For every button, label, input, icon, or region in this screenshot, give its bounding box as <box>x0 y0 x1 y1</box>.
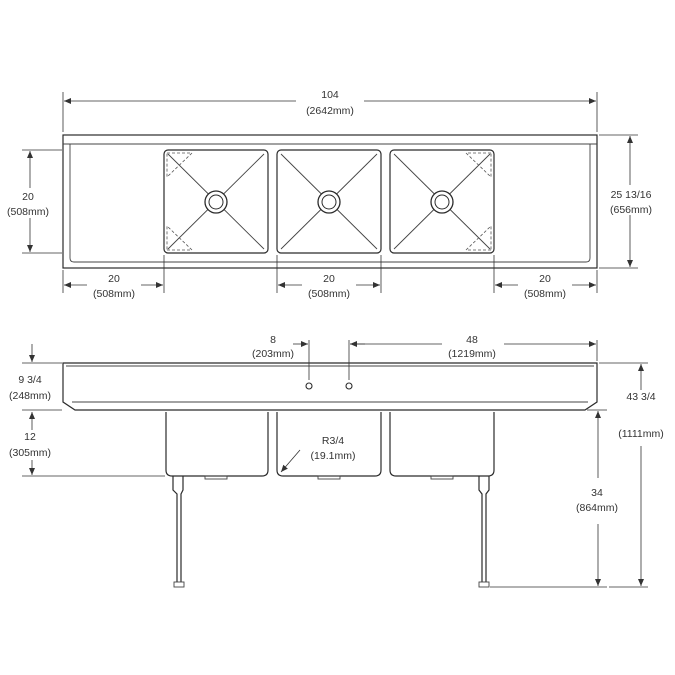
dim-metric: (508mm) <box>308 288 350 300</box>
faucet-hole-icon <box>305 382 313 390</box>
dim-value: R3/4 <box>322 435 344 447</box>
dim-depth-right: 25 13/16 (656mm) <box>599 134 659 269</box>
dim-overall-width: 104 (2642mm) <box>62 87 598 132</box>
dim-metric: (19.1mm) <box>311 450 356 462</box>
drainboard-rim <box>69 144 591 263</box>
dim-splash-offset: 48 (1219mm) <box>350 333 598 361</box>
dim-value: 104 <box>321 89 339 101</box>
dim-metric: (2642mm) <box>306 105 354 117</box>
dim-metric: (1111mm) <box>618 428 664 440</box>
drain-icon <box>317 190 341 214</box>
dim-right-drainboard: 20 (508mm) <box>493 255 598 301</box>
drain-icon <box>204 190 228 214</box>
dim-metric: (305mm) <box>9 447 51 459</box>
dim-bowl-width: 20 (508mm) <box>276 255 382 301</box>
bowl-front-3 <box>389 412 495 477</box>
top-view: 104 (2642mm) 20 (508mm) 25 13/16 (656mm) <box>2 87 659 301</box>
dim-depth-left: 20 (508mm) <box>2 149 62 254</box>
dim-value: 12 <box>24 431 36 443</box>
dim-value: 43 3/4 <box>626 391 655 403</box>
bowl-2 <box>276 149 382 254</box>
bowl-front-1 <box>165 412 269 477</box>
dim-metric: (248mm) <box>9 390 51 402</box>
bowl-3 <box>389 149 495 254</box>
dim-metric: (864mm) <box>576 502 618 514</box>
dim-value: 20 <box>22 191 34 203</box>
dim-rim-height: 34 (864mm) <box>490 409 618 588</box>
dim-value: 34 <box>591 487 603 499</box>
sink-outline-top <box>62 134 598 269</box>
dim-value: 8 <box>270 334 276 346</box>
dim-left-drainboard: 20 (508mm) <box>62 255 165 301</box>
dim-metric: (508mm) <box>93 288 135 300</box>
backsplash <box>62 362 598 411</box>
dim-value: 9 3/4 <box>18 374 42 386</box>
dim-value: 20 <box>323 273 335 285</box>
dim-metric: (1219mm) <box>448 348 496 360</box>
front-view: 8 (203mm) 48 (1219mm) 9 3/4 (248mm) 12 (… <box>9 333 664 588</box>
dim-value: 20 <box>108 273 120 285</box>
dim-metric: (203mm) <box>252 348 294 360</box>
dim-metric: (656mm) <box>610 204 652 216</box>
dim-corner-radius: R3/4 (19.1mm) <box>280 435 356 473</box>
dim-faucet-spacing: 8 (203mm) <box>252 334 365 380</box>
dim-value: 20 <box>539 273 551 285</box>
dim-value: 25 13/16 <box>611 189 652 201</box>
dim-backsplash-height: 9 3/4 (248mm) <box>9 344 62 411</box>
dim-bowl-depth: 12 (305mm) <box>9 412 165 477</box>
faucet-hole-icon <box>345 382 353 390</box>
dim-value: 48 <box>466 334 478 346</box>
leg-left <box>172 476 185 588</box>
leg-right <box>478 476 490 588</box>
dim-metric: (508mm) <box>7 206 49 218</box>
dim-metric: (508mm) <box>524 288 566 300</box>
drain-icon <box>430 190 454 214</box>
bowl-1 <box>163 149 269 254</box>
dim-overall-height: 43 3/4 (1111mm) <box>599 362 664 588</box>
